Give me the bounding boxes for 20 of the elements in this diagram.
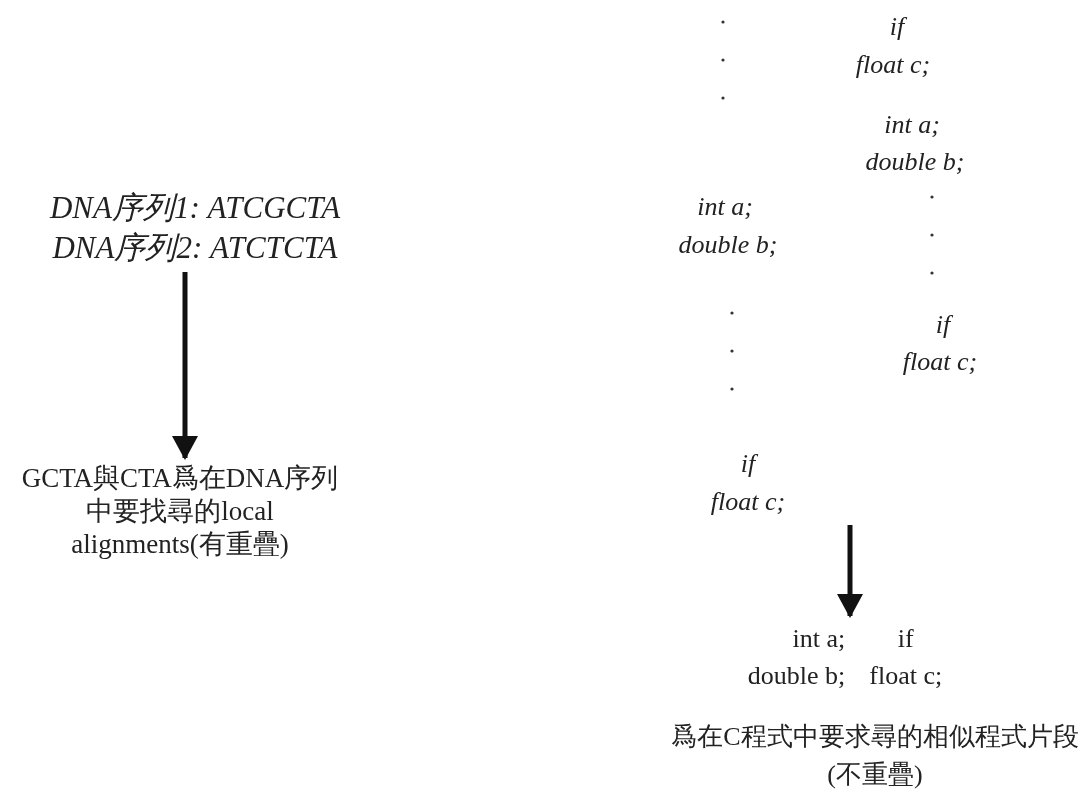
code-line: float c; [710, 486, 786, 518]
code-line: int a; [884, 109, 940, 141]
code-line: int a; [792, 623, 846, 655]
caption-text: 爲在C程式中要求尋的相似程式片段(不重疊) [670, 721, 1080, 791]
arrow [172, 272, 198, 460]
code-line: int a; [697, 191, 753, 223]
code-line: if [935, 309, 951, 341]
code-line: double b; [678, 229, 778, 261]
sequence-text: DNA序列2: ATCTCTA [52, 229, 338, 267]
code-line: float c; [855, 49, 931, 81]
code-line: float c; [902, 346, 978, 378]
code-line: if [897, 623, 914, 655]
code-line: double b; [865, 146, 965, 178]
code-line: if [889, 11, 905, 43]
description-text: GCTA與CTA爲在DNA序列中要找尋的local alignments(有重疊) [20, 462, 340, 561]
code-line: if [740, 448, 756, 480]
sequence-text: DNA序列1: ATCGCTA [49, 189, 341, 227]
code-line: float c; [869, 660, 943, 692]
arrow [837, 525, 863, 618]
code-line: double b; [747, 660, 846, 692]
